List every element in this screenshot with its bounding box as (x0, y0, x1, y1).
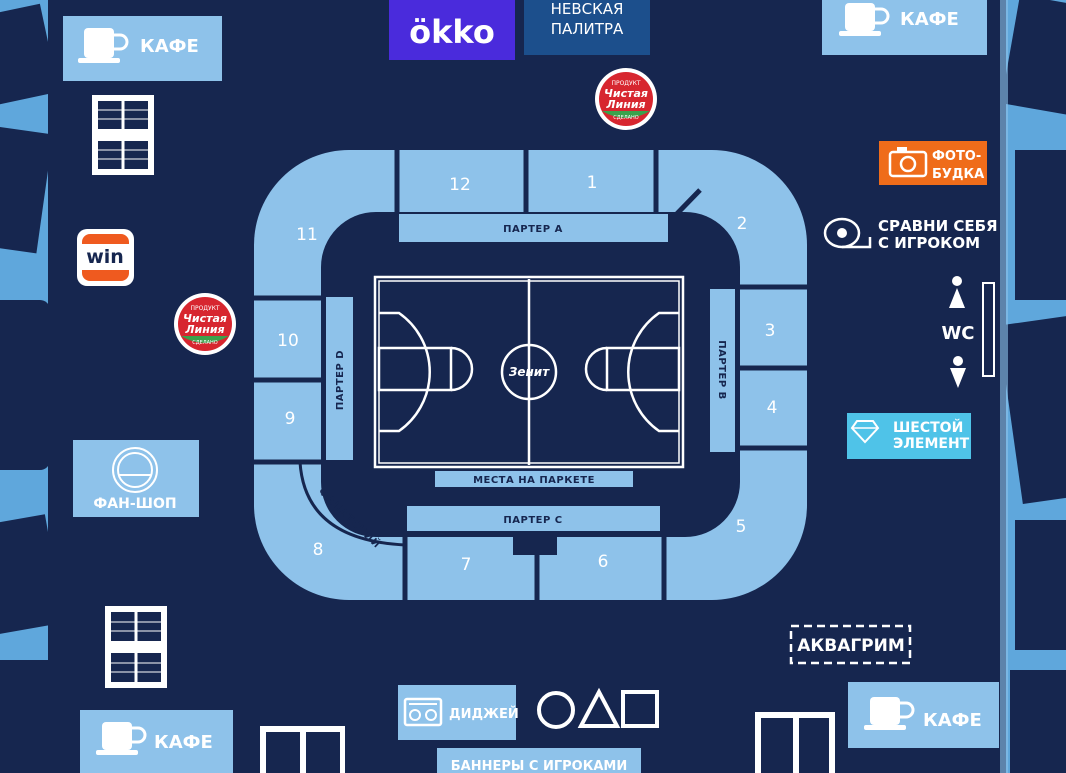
compare-with-player[interactable]: СРАВНИ СЕБЯ С ИГРОКОМ (823, 217, 998, 252)
nevskaya-palitra-logo: НЕВСКАЯ ПАЛИТРА (524, 0, 650, 55)
chistaya-main1: Чистая (183, 312, 227, 325)
coffee-cup-icon (839, 3, 890, 36)
section-6: 6 (598, 552, 609, 572)
cafe-top-left[interactable]: КАФЕ (63, 16, 222, 81)
fan-shop[interactable]: Зенит ФАН-ШОП (73, 440, 199, 517)
okko-text: ökko (409, 13, 495, 51)
diamond-icon (850, 420, 880, 444)
player-banners[interactable]: БАННЕРЫ С ИГРОКАМИ (437, 748, 641, 773)
parterre-c[interactable]: ПАРТЕР С (407, 506, 660, 531)
window-icon-top-left (92, 95, 154, 175)
fan-shop-label: ФАН-ШОП (93, 496, 176, 512)
parterre-d-label: ПАРТЕР D (335, 350, 346, 410)
chistaya-liniya-badge-top: ПРОДУКТ Чистая Линия СДЕЛАНО (595, 68, 657, 130)
chistaya-main1: Чистая (604, 87, 648, 100)
section-2: 2 (737, 214, 748, 234)
chistaya-top-text: ПРОДУКТ (611, 80, 640, 87)
face-painting-label: АКВАГРИМ (797, 636, 905, 656)
basketball-court (373, 275, 685, 469)
coffee-cup-icon (96, 722, 147, 755)
courtside-seats[interactable]: МЕСТА НА ПАРКЕТЕ (435, 471, 633, 487)
nevskaya-line1: НЕВСКАЯ (551, 0, 624, 18)
section-12: 12 (449, 175, 471, 195)
cafe-bottom-left[interactable]: КАФЕ (80, 710, 233, 773)
chistaya-top-text: ПРОДУКТ (190, 305, 219, 312)
chistaya-bottom-text: СДЕЛАНО (613, 115, 638, 121)
window-icon-bottom-right (755, 712, 835, 773)
cafe-label: КАФЕ (900, 9, 959, 30)
zenit-logo: Зенит (509, 365, 550, 379)
window-icon-bottom-center (260, 726, 345, 773)
photo-booth[interactable]: ФОТО- БУДКА (879, 141, 987, 185)
section-5: 5 (736, 517, 747, 537)
okko-logo: ökko (389, 0, 515, 60)
measuring-tape-icon (823, 217, 872, 249)
win-text: win (86, 246, 124, 268)
circle-triangle-square-icon (537, 687, 659, 729)
parterre-a[interactable]: ПАРТЕР А (399, 214, 668, 242)
section-3: 3 (765, 321, 776, 341)
cafe-label: КАФЕ (154, 732, 213, 753)
section-1: 1 (587, 173, 598, 193)
parterre-d[interactable]: ПАРТЕР D (326, 297, 353, 460)
wc-label: WC (941, 323, 974, 344)
sixth-element[interactable]: ШЕСТОЙ ЭЛЕМЕНТ (847, 413, 971, 459)
player-banners-label: БАННЕРЫ С ИГРОКАМИ (451, 759, 627, 773)
compare-line1: СРАВНИ СЕБЯ (878, 217, 998, 235)
sixth-line2: ЭЛЕМЕНТ (893, 436, 970, 452)
parterre-a-label: ПАРТЕР А (503, 224, 563, 235)
chistaya-main2: Линия (184, 323, 224, 336)
arena-bowl: 12 1 2 3 4 5 6 7 8 9 10 11 ФАНАТСКИЙ (254, 150, 807, 600)
wc[interactable]: WC (941, 276, 995, 388)
section-8: 8 (313, 540, 324, 560)
compare-line2: С ИГРОКОМ (878, 234, 980, 252)
cafe-top-right[interactable]: КАФЕ (822, 0, 987, 55)
female-icon (950, 356, 966, 388)
parterre-c-label: ПАРТЕР С (503, 515, 562, 526)
coffee-cup-icon (78, 28, 129, 63)
section-11: 11 (296, 225, 318, 245)
courtside-seats-label: МЕСТА НА ПАРКЕТЕ (473, 475, 595, 486)
cafe-label: КАФЕ (923, 710, 982, 731)
parterre-b[interactable]: ПАРТЕР В (710, 289, 735, 452)
win-logo: win (77, 229, 134, 286)
photo-booth-line1: ФОТО- (932, 149, 981, 164)
chistaya-liniya-badge-left: ПРОДУКТ Чистая Линия СДЕЛАНО (174, 293, 236, 355)
section-4: 4 (767, 398, 778, 418)
face-painting[interactable]: АКВАГРИМ (789, 624, 912, 665)
club-emblem-icon: Зенит (112, 447, 158, 493)
cafe-bottom-right[interactable]: КАФЕ (848, 682, 999, 748)
parterre-b-label: ПАРТЕР В (716, 340, 727, 400)
sixth-line1: ШЕСТОЙ (893, 419, 963, 436)
section-9: 9 (285, 409, 296, 429)
camera-icon (888, 147, 928, 178)
window-icon-bottom-left (105, 606, 167, 688)
dj-label: ДИДЖЕЙ (449, 706, 519, 722)
chistaya-bottom-text: СДЕЛАНО (192, 340, 217, 346)
photo-booth-line2: БУДКА (932, 167, 984, 182)
chistaya-main2: Линия (605, 98, 645, 111)
dj-booth[interactable]: ДИДЖЕЙ (398, 685, 519, 740)
section-10: 10 (277, 331, 299, 351)
nevskaya-line2: ПАЛИТРА (551, 20, 624, 38)
cafe-label: КАФЕ (140, 36, 199, 57)
boombox-icon (403, 697, 443, 727)
male-icon (949, 276, 965, 308)
coffee-cup-icon (864, 697, 915, 730)
section-7: 7 (461, 555, 472, 575)
